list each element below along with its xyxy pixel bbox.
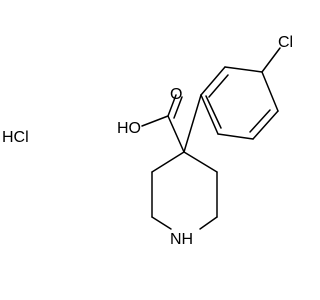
bond-ar-1 bbox=[200, 66, 226, 96]
bond-pip-6 bbox=[183, 151, 218, 173]
benzene-ring bbox=[200, 66, 279, 140]
bond-ar-5 bbox=[217, 133, 254, 140]
carboxylic-acid-group bbox=[141, 94, 185, 153]
bond-c4-aryl bbox=[183, 94, 202, 153]
bond-ar-3 bbox=[261, 71, 279, 112]
structure-canvas: Cl O HO NH HCl bbox=[2, 34, 293, 248]
hcl-salt-label: HCl bbox=[2, 129, 29, 146]
hydroxyl-label: HO bbox=[117, 120, 141, 137]
bond-pip-3 bbox=[151, 216, 172, 230]
bond-c-o-double-a bbox=[167, 94, 177, 117]
chemical-structure: Cl O HO NH HCl bbox=[2, 34, 293, 248]
bond-pip-4 bbox=[199, 216, 218, 230]
bond-ar-4 bbox=[252, 110, 279, 140]
bond-c4-cooh bbox=[167, 115, 185, 153]
piperidine-ring bbox=[151, 151, 218, 230]
bond-ar-2 bbox=[224, 66, 263, 73]
bond-c-cl bbox=[261, 47, 281, 73]
chlorine-label: Cl bbox=[278, 34, 293, 51]
bond-c-o-double-b bbox=[173, 96, 183, 119]
bond-ar-inner-3 bbox=[205, 95, 222, 129]
bond-ar-inner-2 bbox=[249, 109, 271, 133]
bond-pip-1 bbox=[151, 151, 185, 173]
bond-c-oh bbox=[141, 115, 169, 127]
bond-ar-6 bbox=[200, 94, 219, 135]
bond-ar-inner-1 bbox=[208, 74, 229, 98]
nitrogen-label: NH bbox=[170, 231, 193, 248]
carbonyl-oxygen-label: O bbox=[170, 86, 182, 103]
